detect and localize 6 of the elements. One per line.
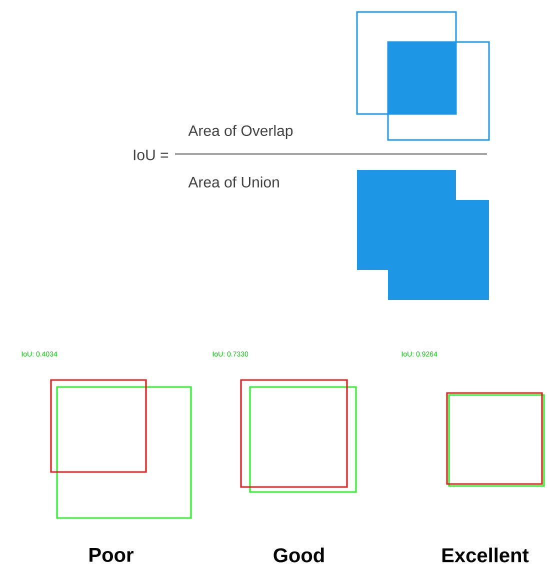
formula-text: Area of Overlap [188, 125, 293, 139]
rating-label: Poor [90, 548, 134, 562]
formula-text: Area of Union [188, 176, 279, 188]
formula-text: IoU = [134, 150, 168, 160]
rating-label: Excellent [442, 548, 529, 562]
rating-label: Good [274, 548, 324, 562]
